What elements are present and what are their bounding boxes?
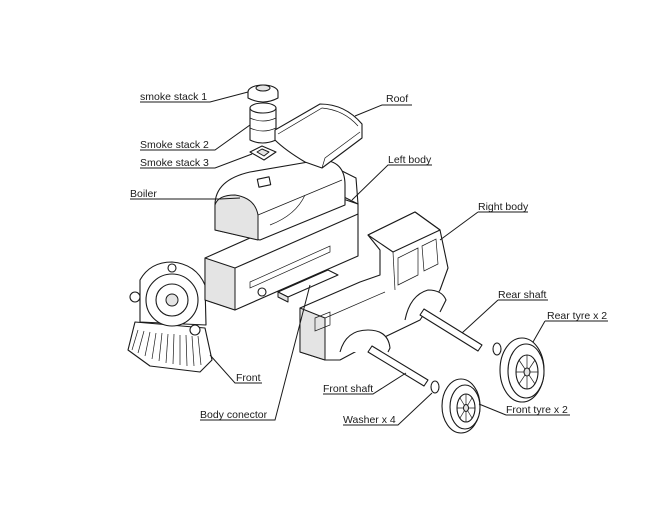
leader-lines [130,91,608,426]
part-labels: smoke stack 1 Smoke stack 2 Smoke stack … [130,91,607,426]
label-boiler: Boiler [130,188,157,200]
label-right-body: Right body [478,201,529,213]
label-roof: Roof [386,93,408,105]
label-front: Front [236,372,261,384]
label-smoke-stack-3: Smoke stack 3 [140,157,209,169]
rear-tyre-part [499,337,545,403]
front-shaft-part [367,345,440,394]
label-body-connector: Body conector [200,409,268,421]
right-body-part [299,211,449,361]
front-part [127,261,213,373]
label-rear-tyre: Rear tyre x 2 [547,310,607,322]
front-tyre-part [441,378,481,434]
label-front-shaft: Front shaft [323,383,373,395]
label-smoke-stack-1: smoke stack 1 [140,91,207,103]
smoke-stack-parts [247,84,279,161]
roof-part [274,103,363,169]
rear-shaft-part [419,308,502,356]
label-left-body: Left body [388,154,432,166]
label-washer: Washer x 4 [343,414,396,426]
label-smoke-stack-2: Smoke stack 2 [140,139,209,151]
boiler-part [214,159,346,241]
body-connector-part [277,269,339,303]
label-rear-shaft: Rear shaft [498,289,547,301]
label-front-tyre: Front tyre x 2 [506,404,568,416]
